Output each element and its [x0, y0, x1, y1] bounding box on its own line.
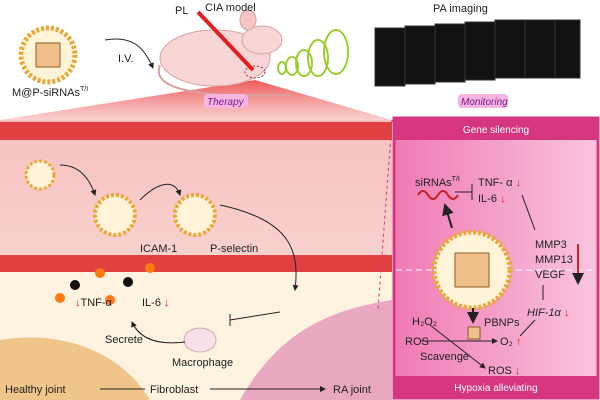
secrete-label: Secrete: [105, 334, 143, 346]
left-panel: [0, 120, 392, 400]
ros-output-label: ROS ↓: [488, 365, 520, 377]
mmp3-label: MMP3: [535, 239, 567, 251]
iv-arrow: [104, 38, 154, 69]
mouse: [157, 9, 291, 97]
ra-joint-label: RA joint: [333, 384, 371, 396]
laser-label: PL: [175, 5, 188, 17]
il6-right-label: IL-6 ↓: [478, 193, 506, 205]
h2o2-label: H₂O₂: [412, 316, 437, 328]
gene-silencing-header: Gene silencing: [463, 125, 529, 136]
tnf-label: ↓TNF-α: [75, 297, 113, 309]
pa-signal-rings: [277, 29, 349, 77]
icam-label: ICAM-1: [140, 243, 177, 255]
zoom-beam: [0, 80, 392, 120]
hif-label: HIF-1α ↓: [527, 307, 569, 319]
therapy-highlight: [204, 94, 248, 108]
macrophage-label: Macrophage: [172, 357, 233, 369]
healthy-joint-label: Healthy joint: [5, 384, 66, 396]
pselectin-label: P-selectin: [210, 243, 258, 255]
nanoparticle: [18, 25, 78, 85]
ros-input-label: ROS: [405, 336, 429, 348]
pbnps-label: PBNPs: [484, 317, 520, 329]
hypoxia-footer: Hypoxia alleviating: [454, 383, 537, 394]
imaging-label: PA imaging: [433, 3, 488, 15]
nanoparticle-label: M@P-siRNAsT/I: [12, 86, 88, 99]
sirna-label: siRNAsT/I: [415, 176, 460, 189]
pa-image-stack: [374, 19, 581, 87]
route-label: I.V.: [118, 53, 134, 65]
monitoring-highlight: [458, 94, 508, 108]
monitoring-label: Monitoring: [461, 97, 508, 108]
fibroblast-label: Fibroblast: [150, 384, 198, 396]
right-panel: [392, 116, 600, 400]
vegf-label: VEGF: [535, 269, 565, 281]
tnf-right-label: TNF- α ↓: [478, 177, 521, 189]
zoom-connector: [377, 119, 393, 311]
il6-label: IL-6 ↓: [142, 297, 170, 309]
scavenge-label: Scavenge: [420, 351, 469, 363]
model-label: CIA model: [205, 2, 256, 14]
therapy-label: Therapy: [207, 97, 245, 108]
mmp13-label: MMP13: [535, 254, 573, 266]
o2-label: O₂ ↑: [500, 336, 521, 348]
laser-beam: [196, 10, 255, 72]
